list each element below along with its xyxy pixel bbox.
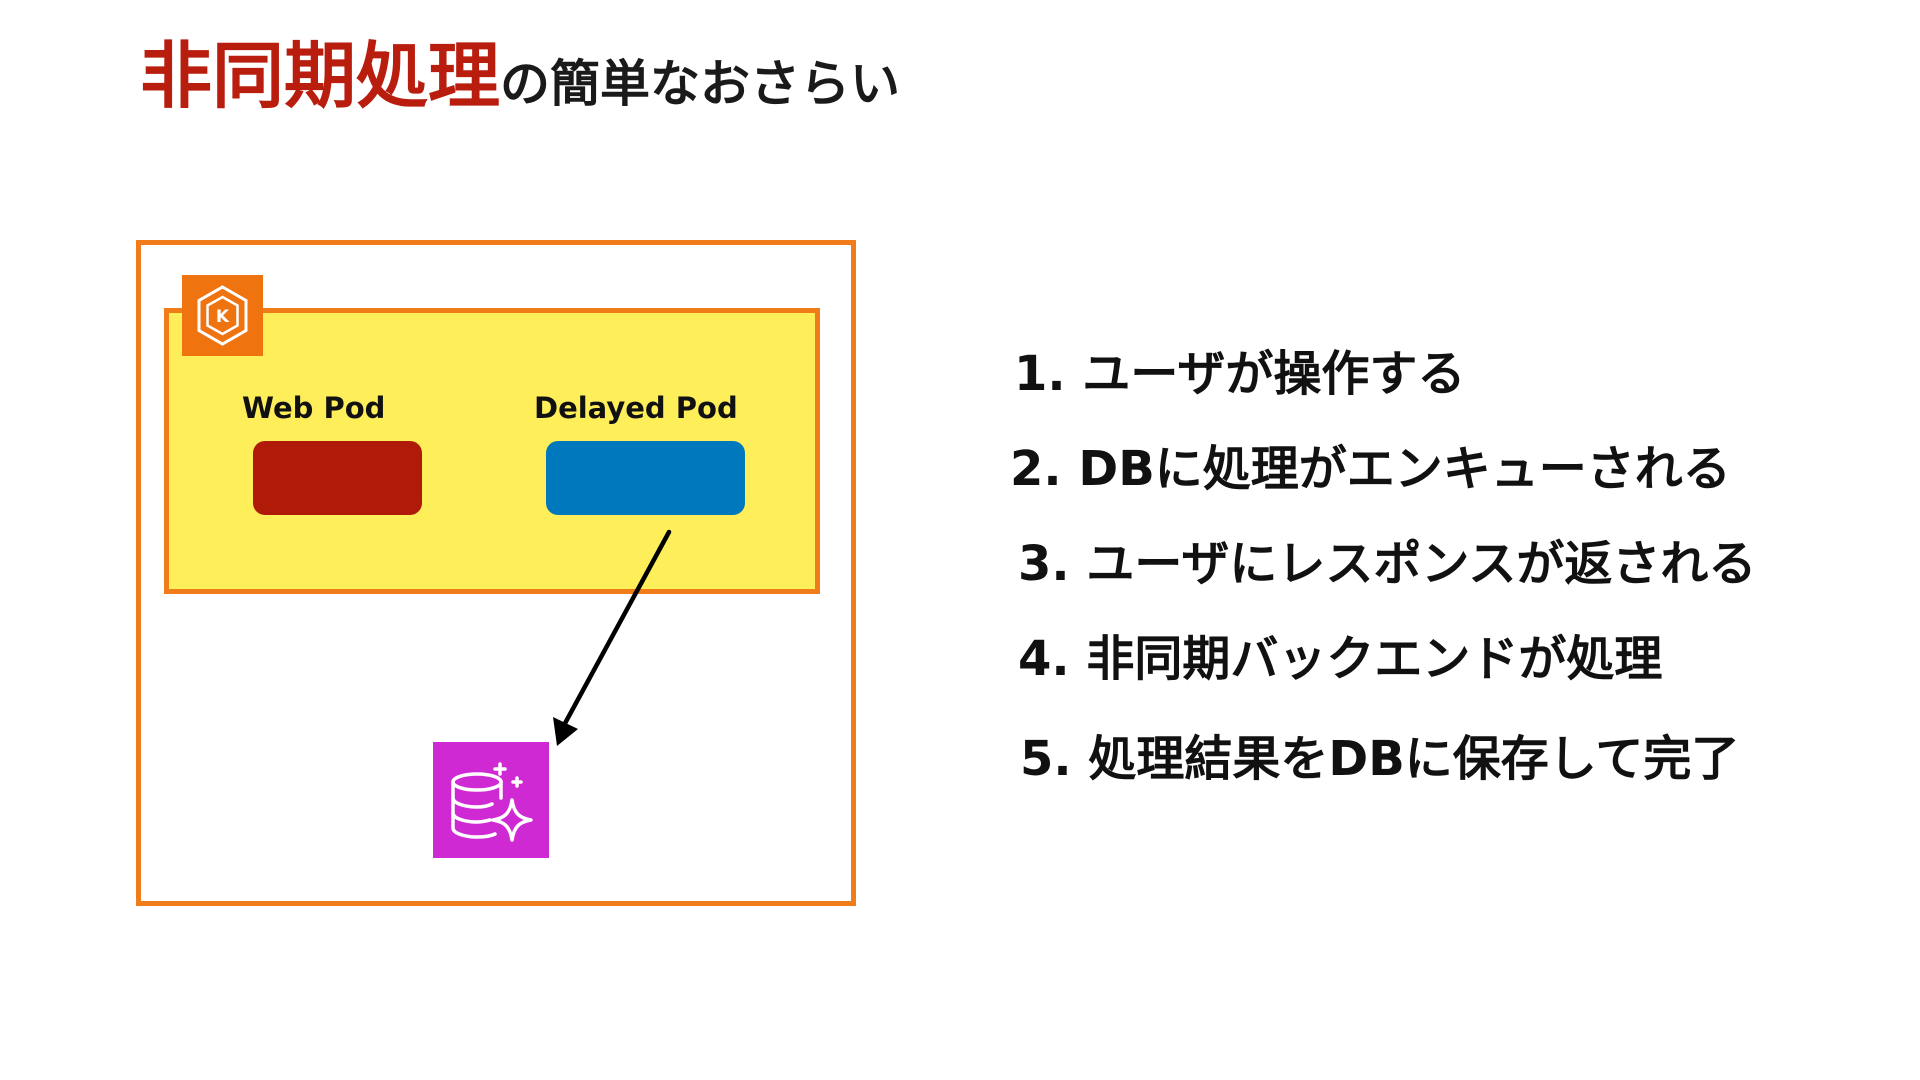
kubernetes-eks-icon: K — [182, 275, 263, 356]
step-item-1: 1. ユーザが操作する — [1014, 346, 1466, 402]
title-rest-text: の簡単なおさらい — [500, 55, 901, 113]
step-item-3: 3. ユーザにレスポンスが返される — [1018, 536, 1757, 592]
title-accent-text: 非同期処理 — [140, 34, 501, 118]
db-icon-background — [433, 742, 549, 858]
step-item-5: 5. 処理結果をDBに保存して完了 — [1020, 731, 1740, 787]
web-pod-label: Web Pod — [242, 391, 386, 425]
step-item-2: 2. DBに処理がエンキューされる — [1010, 441, 1731, 497]
delayed-pod-label: Delayed Pod — [534, 391, 738, 425]
web-pod-box — [253, 441, 422, 515]
eks-outer-hexagon — [197, 285, 248, 346]
step-item-4: 4. 非同期バックエンドが処理 — [1018, 631, 1663, 687]
eks-k-glyph: K — [216, 307, 230, 327]
database-sparkle-icon — [433, 742, 549, 858]
eks-inner-hexagon — [206, 295, 239, 336]
delayed-pod-box — [546, 441, 745, 515]
slide-title: 非同期処理の簡単なおさらい — [140, 40, 900, 112]
